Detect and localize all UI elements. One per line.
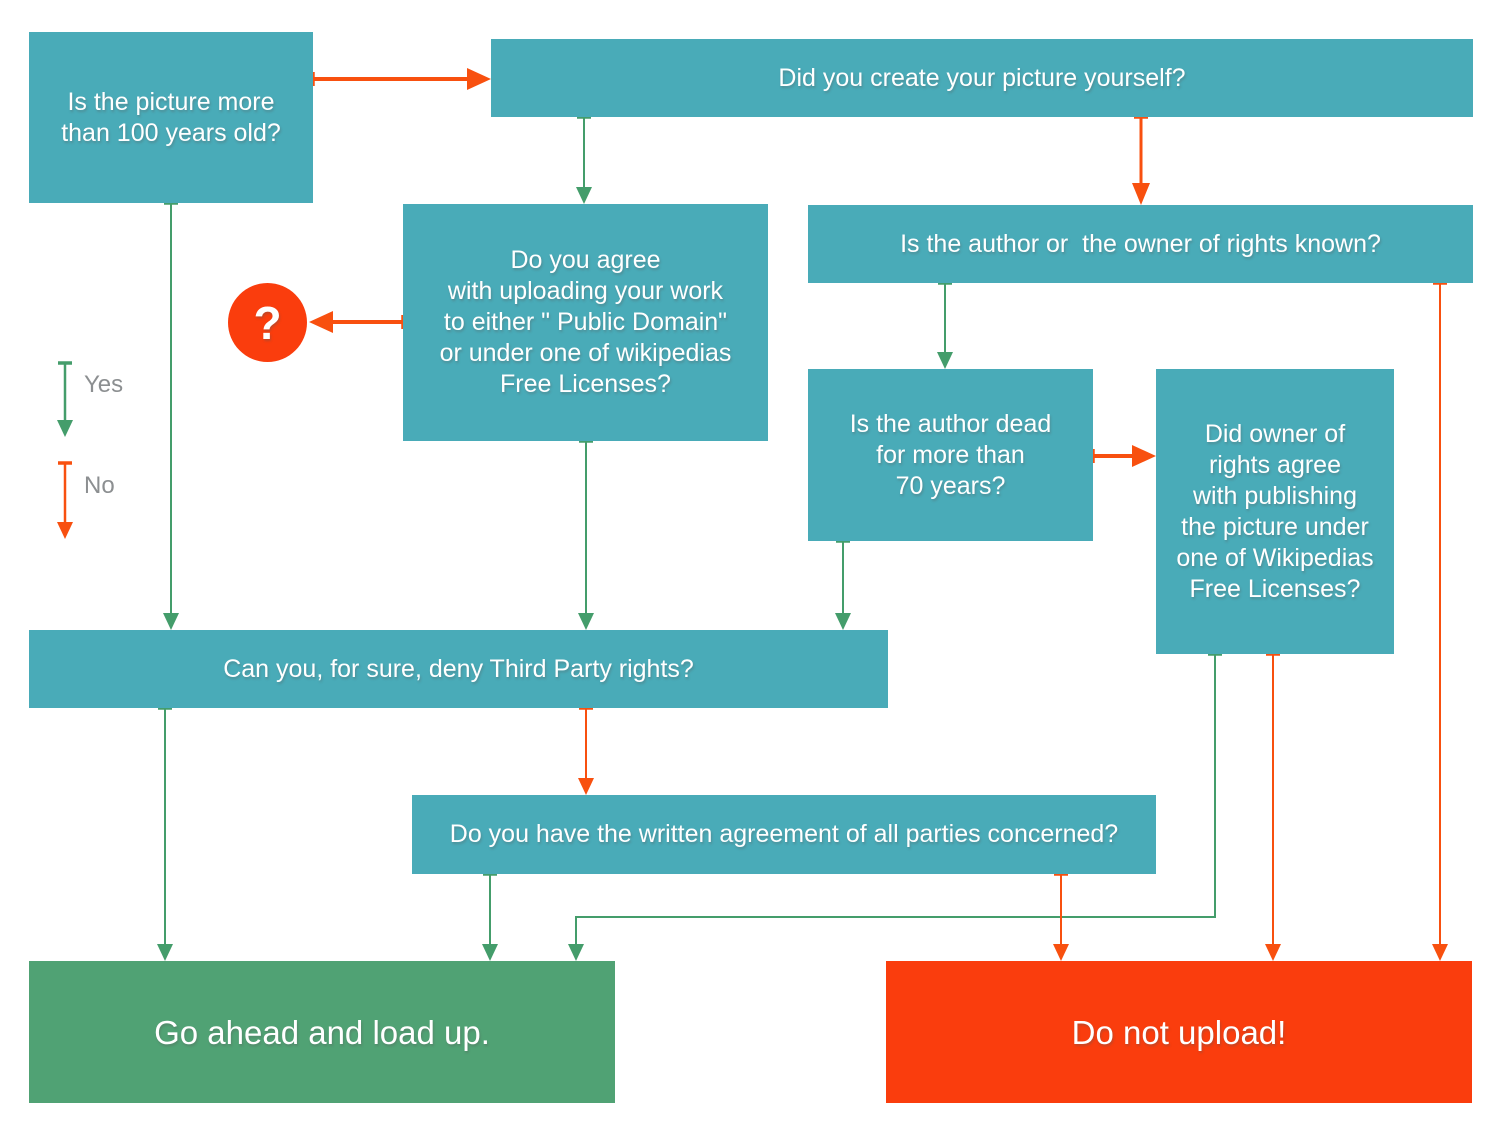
- node-do-not-upload: Do not upload!: [886, 961, 1472, 1103]
- node-picture-100-years: Is the picture more than 100 years old?: [29, 32, 313, 203]
- edge-agree-to-thirdparty: [578, 439, 594, 630]
- legend-yes-label: Yes: [84, 371, 124, 398]
- edge-legend-no-arrow: [57, 461, 73, 539]
- edge-agree-to-help: [309, 311, 405, 333]
- edge-create-to-authorknown: [1132, 115, 1150, 205]
- node-author-dead-70: Is the author dead for more than 70 year…: [808, 369, 1093, 541]
- node-create-yourself: Did you create your picture yourself?: [491, 39, 1473, 117]
- node-deny-third-party: Can you, for sure, deny Third Party righ…: [29, 630, 888, 708]
- edge-owneragree-to-donot: [1265, 652, 1281, 961]
- edge-agreement-to-goahead: [482, 872, 498, 961]
- edge-dead70-to-owneragree: [1091, 445, 1156, 467]
- edge-picture100-to-thirdparty: [163, 201, 179, 630]
- node-written-agreement: Do you have the written agreement of all…: [412, 795, 1156, 874]
- node-author-known: Is the author or the owner of rights kno…: [808, 205, 1473, 283]
- edge-thirdparty-to-goahead: [157, 706, 173, 961]
- node-owner-agree: Did owner of rights agree with publishin…: [1156, 369, 1394, 654]
- edge-legend-yes-arrow: [57, 361, 73, 437]
- edge-authorknown-to-donot: [1432, 281, 1448, 961]
- edge-agreement-to-donot: [1053, 872, 1069, 961]
- edge-create-to-agree: [576, 115, 592, 204]
- node-help: ?: [228, 283, 307, 362]
- node-go-ahead: Go ahead and load up.: [29, 961, 615, 1103]
- edge-thirdparty-to-agreement: [578, 706, 594, 795]
- edge-dead70-to-thirdparty: [835, 539, 851, 630]
- edge-picture100-to-create: [311, 68, 491, 90]
- node-agree-upload: Do you agree with uploading your work to…: [403, 204, 768, 441]
- legend-no-label: No: [84, 472, 115, 499]
- edge-authorknown-to-dead70: [937, 281, 953, 369]
